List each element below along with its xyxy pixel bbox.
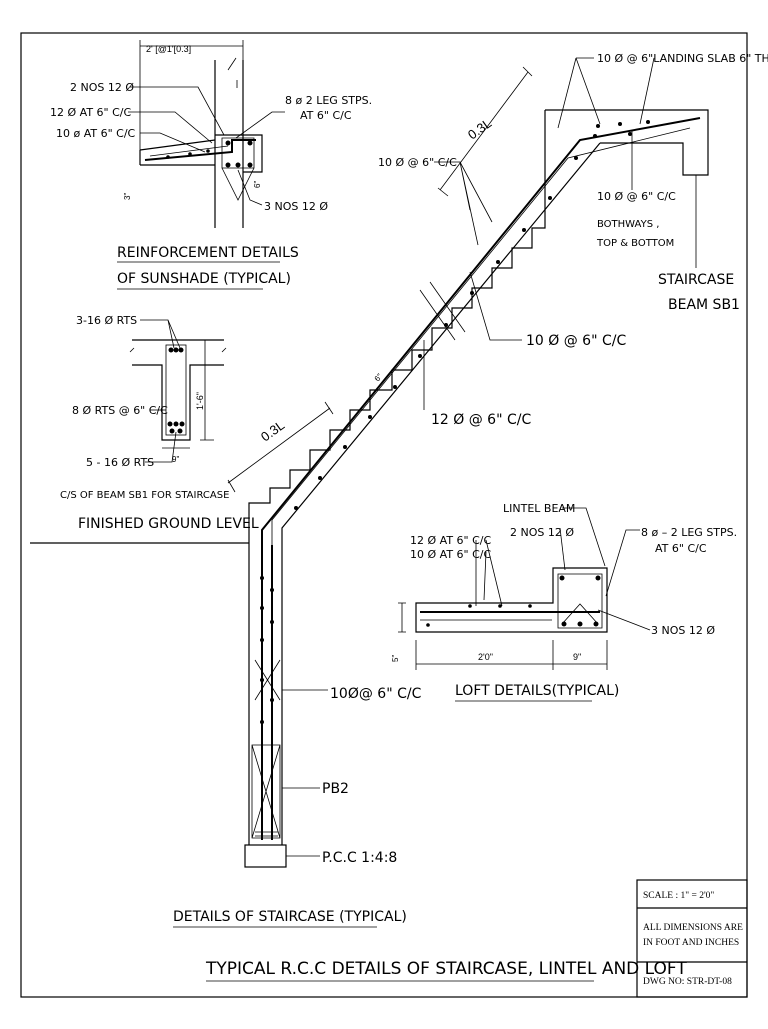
- loft-label-top-bars: 2 NOS 12 Ø: [510, 526, 574, 539]
- beam-caption: C/S OF BEAM SB1 FOR STAIRCASE: [60, 490, 229, 501]
- sunshade-label-stirrups-1: 8 ø 2 LEG STPS.: [285, 94, 372, 107]
- sunshade-label-top-bars: 2 NOS 12 Ø: [70, 81, 134, 94]
- loft-label-stirrups-2: AT 6" C/C: [655, 542, 707, 555]
- staircase-title: DETAILS OF STAIRCASE (TYPICAL): [173, 909, 407, 925]
- title-block-dims-1: ALL DIMENSIONS ARE: [643, 923, 743, 933]
- loft-title: LOFT DETAILS(TYPICAL): [455, 683, 619, 699]
- beam-dim-depth: 1'-6": [195, 392, 205, 410]
- loft-label-12: 12 Ø AT 6" C/C: [410, 534, 491, 547]
- title-block-scale: SCALE : 1" = 2'0": [643, 891, 714, 901]
- sunshade-label-12: 12 Ø AT 6" C/C: [50, 106, 131, 119]
- stair-label-waist-top: 10 Ø @ 6" C/C: [378, 156, 457, 169]
- beam-label-stirrups: 8 Ø RTS @ 6" C/C: [72, 404, 168, 417]
- beam-dim-width: 9": [172, 455, 179, 464]
- stair-dim-upper: 0.3L: [465, 115, 494, 142]
- sunshade-detail: 2' [@1'[0.3] 2 NOS 12 Ø 12 Ø AT 6" C/C 1…: [50, 40, 372, 290]
- loft-label-bottom-bars: 3 NOS 12 Ø: [651, 624, 715, 637]
- loft-label-stirrups-1: 8 ø – 2 LEG STPS.: [641, 526, 737, 539]
- stair-label-pcc: P.C.C 1:4:8: [322, 850, 397, 866]
- sunshade-title-line-1: REINFORCEMENT DETAILS: [117, 245, 299, 261]
- stair-ground-level: FINISHED GROUND LEVEL: [78, 516, 259, 532]
- stair-label-column: 10Ø@ 6" C/C: [330, 686, 422, 702]
- sunshade-dim-left: 3": [123, 193, 132, 200]
- stair-dim-lower: 0.3L: [258, 417, 287, 444]
- stair-label-top-slab: 10 Ø @ 6"LANDING SLAB 6" THK: [597, 52, 768, 65]
- title-block-dwg-no: DWG NO: STR-DT-08: [643, 977, 732, 987]
- loft-label-lintel: LINTEL BEAM: [503, 502, 575, 515]
- stair-label-main: 12 Ø @ 6" C/C: [431, 412, 531, 428]
- sunshade-dim-right: 6": [253, 181, 262, 188]
- sunshade-label-10: 10 ø AT 6" C/C: [56, 127, 136, 140]
- staircase-detail: 0.3L 0.3L 6" FINISHED GROUND LEVEL 10 Ø …: [30, 52, 768, 928]
- beam-label-bottom: 5 - 16 Ø RTS: [86, 456, 154, 469]
- title-block: SCALE : 1" = 2'0" ALL DIMENSIONS ARE IN …: [636, 879, 748, 998]
- loft-detail: 2'0" 9" 5" LINTEL BEAM 12 Ø AT 6" C/C 10…: [391, 502, 737, 702]
- beam-section-detail: 3-16 Ø RTS 8 Ø RTS @ 6" C/C 5 - 16 Ø RTS…: [60, 314, 229, 501]
- loft-dim-depth: 5": [391, 655, 400, 662]
- main-title: TYPICAL R.C.C DETAILS OF STAIRCASE, LINT…: [205, 959, 687, 979]
- stair-label-top-bottom: TOP & BOTTOM: [596, 238, 674, 249]
- stair-label-beam-1: STAIRCASE: [658, 272, 734, 288]
- title-block-dims-2: IN FOOT AND INCHES: [643, 938, 739, 948]
- stair-label-pedestal: PB2: [322, 781, 349, 797]
- stair-dim-waist: 6": [373, 372, 385, 383]
- stair-label-landing-bottom: 10 Ø @ 6" C/C: [597, 190, 676, 203]
- loft-dim-span: 2'0": [478, 652, 493, 662]
- sunshade-title-line-2: OF SUNSHADE (TYPICAL): [117, 271, 291, 287]
- sunshade-dim-top: 2' [@1'[0.3]: [146, 44, 191, 54]
- stair-label-dist: 10 Ø @ 6" C/C: [526, 333, 626, 349]
- sunshade-label-bottom-bars: 3 NOS 12 Ø: [264, 200, 328, 213]
- sheet-border: [20, 32, 748, 998]
- stair-label-beam-2: BEAM SB1: [668, 297, 740, 313]
- loft-label-10: 10 Ø AT 6" C/C: [410, 548, 491, 561]
- beam-label-top: 3-16 Ø RTS: [76, 314, 137, 327]
- stair-label-bothways: BOTHWAYS ,: [597, 219, 659, 230]
- sunshade-label-stirrups-2: AT 6" C/C: [300, 109, 352, 122]
- loft-dim-beam: 9": [573, 652, 581, 662]
